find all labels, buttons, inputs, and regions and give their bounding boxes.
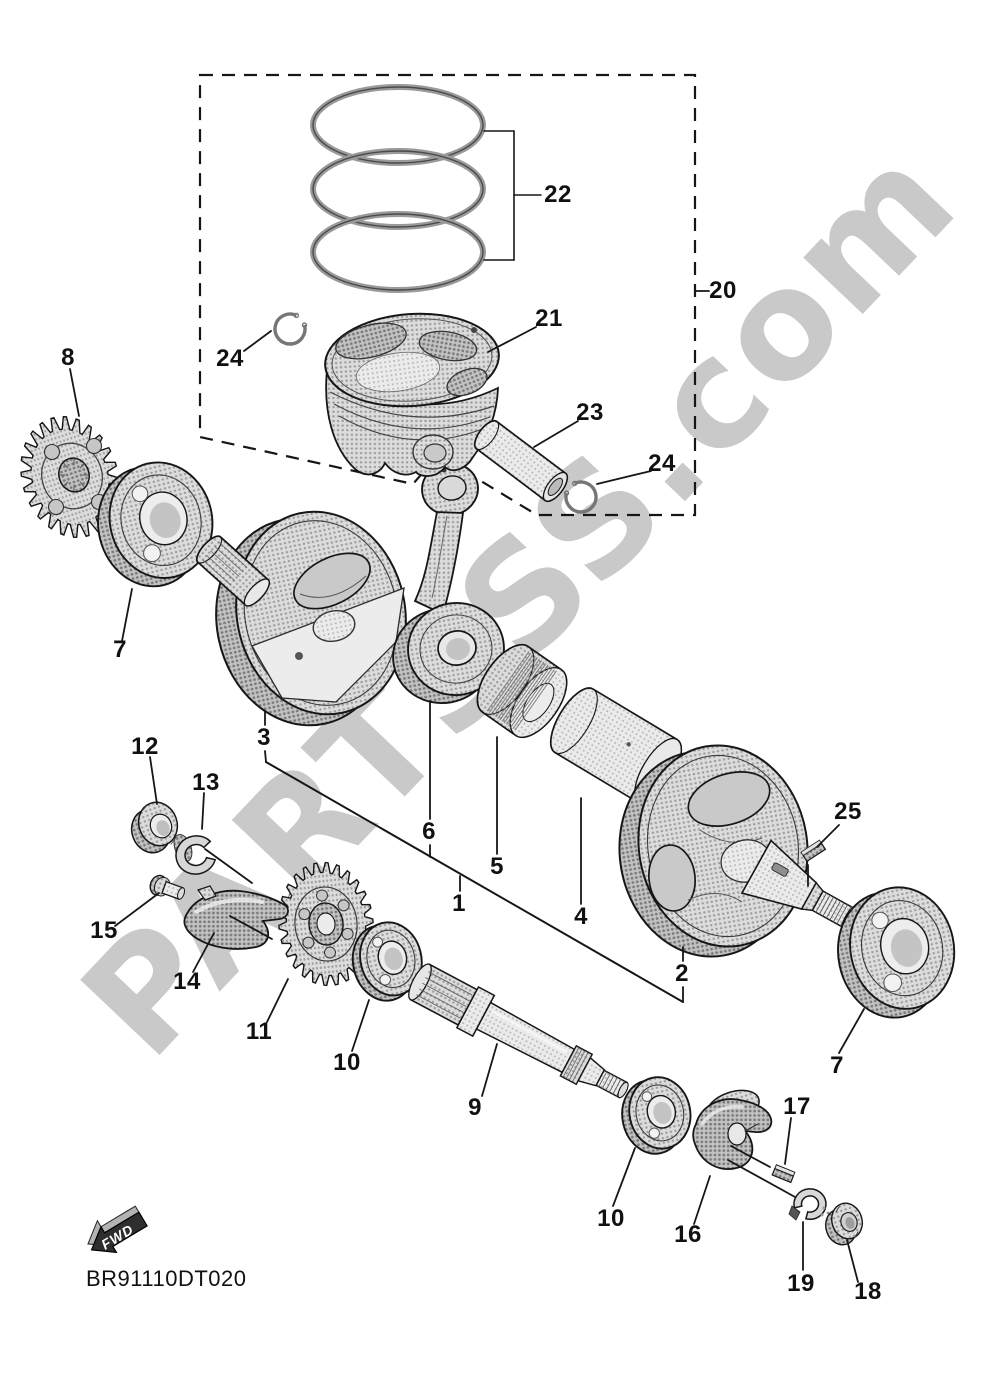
piston-pin-clip-left [273,312,308,346]
balancer-nut [130,801,179,854]
balancer-weight-rear [692,1098,773,1170]
fwd-arrow [87,1205,148,1254]
crank-stub-shaft [195,535,271,607]
crankshaft-right-half [618,744,857,958]
claw-washer [172,832,218,878]
crankshaft-left-half [215,510,407,727]
woodruff-key [800,839,827,863]
piston-pin [473,419,569,503]
leader-lines [69,290,865,1283]
balancer-bearing-left [351,921,423,1002]
connecting-rod [392,462,505,705]
balancer-bearing-right [621,1076,692,1155]
balancer-shaft [408,963,629,1099]
straight-key [771,1164,796,1184]
balancer-shaft-nut [824,1202,864,1246]
big-end-needle-bearing [476,644,568,738]
piston-rings [310,84,542,293]
piston-pin-clip-right [563,480,598,514]
crank-bearing-left [97,461,214,588]
balancer-weight-bolt [149,874,186,900]
balancer-lock-washer [794,1189,826,1219]
piston [324,312,500,477]
drawing-code-label: BR91110DT020 [86,1266,247,1291]
piston-group-box [198,73,697,517]
crank-bearing-right [837,886,956,1019]
